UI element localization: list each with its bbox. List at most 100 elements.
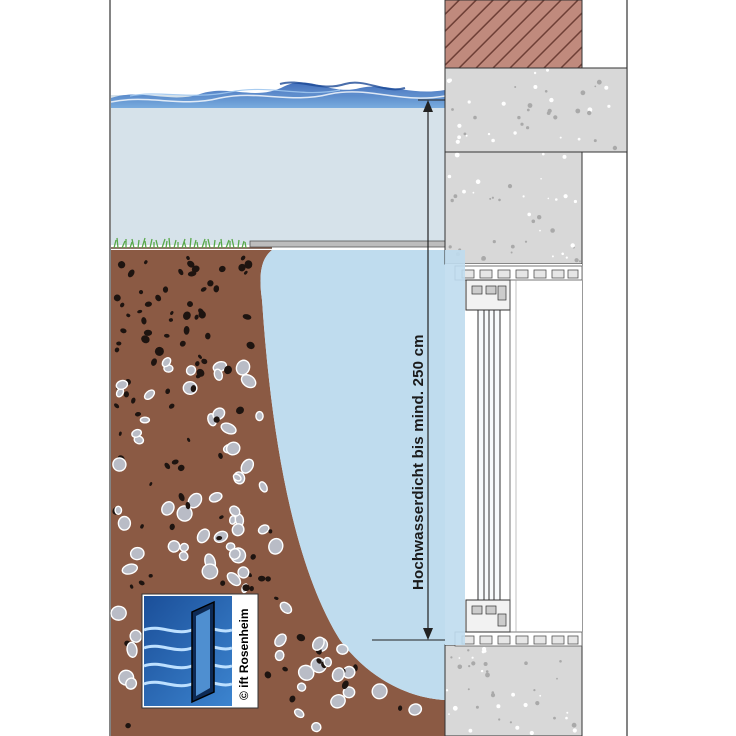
concrete-speckle: [491, 196, 494, 199]
concrete-speckle: [539, 229, 541, 232]
soil-stone: [323, 656, 333, 668]
soil-stone: [178, 551, 189, 562]
soil-stone: [151, 358, 157, 366]
soil-stone: [185, 501, 191, 510]
concrete-speckle: [511, 692, 515, 697]
soil-stone: [249, 586, 254, 592]
soil-stone: [161, 501, 175, 516]
concrete-speckle: [448, 245, 452, 249]
soil-stone: [112, 457, 127, 472]
pavement-slab: [249, 240, 446, 248]
concrete-speckle: [457, 664, 463, 670]
soil-stone: [311, 636, 325, 651]
concrete-speckle: [458, 657, 461, 659]
soil-stone: [126, 641, 138, 658]
concrete-speckle: [462, 189, 466, 194]
concrete-speckle: [551, 255, 554, 258]
soil-stone: [179, 542, 189, 553]
concrete-speckle: [570, 243, 575, 248]
concrete-speckle: [566, 711, 569, 714]
soil-stone: [279, 601, 293, 615]
brick-wall-top: [444, 0, 583, 69]
concrete-speckle: [485, 672, 490, 678]
concrete-speckle: [556, 677, 558, 680]
soil-stone: [240, 458, 255, 474]
concrete-speckle: [473, 115, 477, 120]
concrete-speckle: [604, 85, 609, 90]
soil-stone: [207, 280, 214, 287]
soil-stone: [120, 328, 127, 334]
concrete-speckle: [539, 694, 542, 697]
soil-stone: [169, 523, 175, 531]
concrete-speckle: [607, 104, 611, 108]
soil-stone: [121, 563, 139, 575]
soil-stone: [114, 403, 120, 409]
soil-stone: [218, 452, 223, 459]
soil-stone: [178, 268, 184, 276]
concrete-speckle: [498, 718, 501, 721]
soil-stone: [198, 308, 205, 316]
soil-stone: [310, 657, 327, 674]
concrete-speckle: [594, 85, 597, 88]
concrete-speckle: [446, 78, 452, 84]
concrete-speckle: [468, 728, 473, 733]
concrete-speckle: [496, 704, 501, 709]
soil-stone: [311, 721, 322, 733]
soil-stone: [129, 584, 134, 589]
concrete-speckle: [526, 108, 530, 112]
concrete-speckle: [509, 721, 512, 724]
concrete-speckle: [447, 174, 452, 179]
soil-stone: [134, 411, 142, 417]
soil-stone: [257, 524, 270, 535]
concrete-speckle: [515, 725, 520, 730]
soil-stone: [225, 441, 241, 456]
soil-stone: [187, 271, 197, 277]
soil-stone: [187, 260, 195, 268]
concrete-speckle: [481, 258, 484, 261]
concrete-speckle: [546, 68, 549, 72]
soil-stone: [258, 481, 268, 493]
concrete-speckle: [472, 191, 475, 194]
soil-stone: [127, 269, 135, 278]
soil-stone: [183, 326, 190, 335]
concrete-speckle: [612, 145, 618, 151]
soil-stone: [336, 643, 349, 655]
soil-stone: [371, 683, 388, 700]
concrete-speckle: [483, 662, 488, 666]
flood-water-surface-area: [111, 95, 445, 245]
concrete-speckle: [520, 122, 524, 126]
concrete-speckle: [553, 716, 556, 720]
soil-stone: [120, 302, 125, 308]
soil-stone: [195, 361, 200, 367]
concrete-speckle: [448, 713, 450, 715]
flood-proof-window: [445, 264, 583, 647]
concrete-speckle: [593, 139, 597, 143]
concrete-speckle: [450, 198, 454, 203]
concrete-speckle: [575, 108, 581, 114]
concrete-speckle: [485, 670, 489, 673]
soil-stone: [250, 554, 256, 560]
logo-copyright-text: © ift Rosenheim: [237, 608, 251, 700]
soil-stone: [229, 505, 241, 517]
soil-stone: [155, 294, 162, 302]
soil-stone: [125, 722, 131, 729]
concrete-speckle: [540, 178, 542, 180]
soil-stone: [342, 686, 356, 699]
concrete-speckle: [578, 260, 582, 263]
soil-stone: [129, 546, 145, 561]
concrete-speckle: [527, 212, 531, 217]
concrete-speckle: [526, 126, 530, 130]
soil-stone: [185, 365, 197, 376]
soil-stone: [238, 263, 246, 272]
concrete-speckle: [467, 688, 470, 691]
soil-stone: [408, 703, 423, 716]
concrete-speckle: [453, 194, 458, 199]
soil-stone: [143, 389, 156, 401]
dimension-label: Hochwasserdicht bis mind. 250 cm: [410, 334, 427, 590]
soil-stone: [236, 406, 244, 415]
concrete-speckle: [542, 152, 545, 156]
soil-stone: [162, 286, 169, 293]
concrete-speckle: [454, 152, 460, 158]
soil-stone: [341, 680, 349, 690]
concrete-speckle: [529, 730, 534, 736]
